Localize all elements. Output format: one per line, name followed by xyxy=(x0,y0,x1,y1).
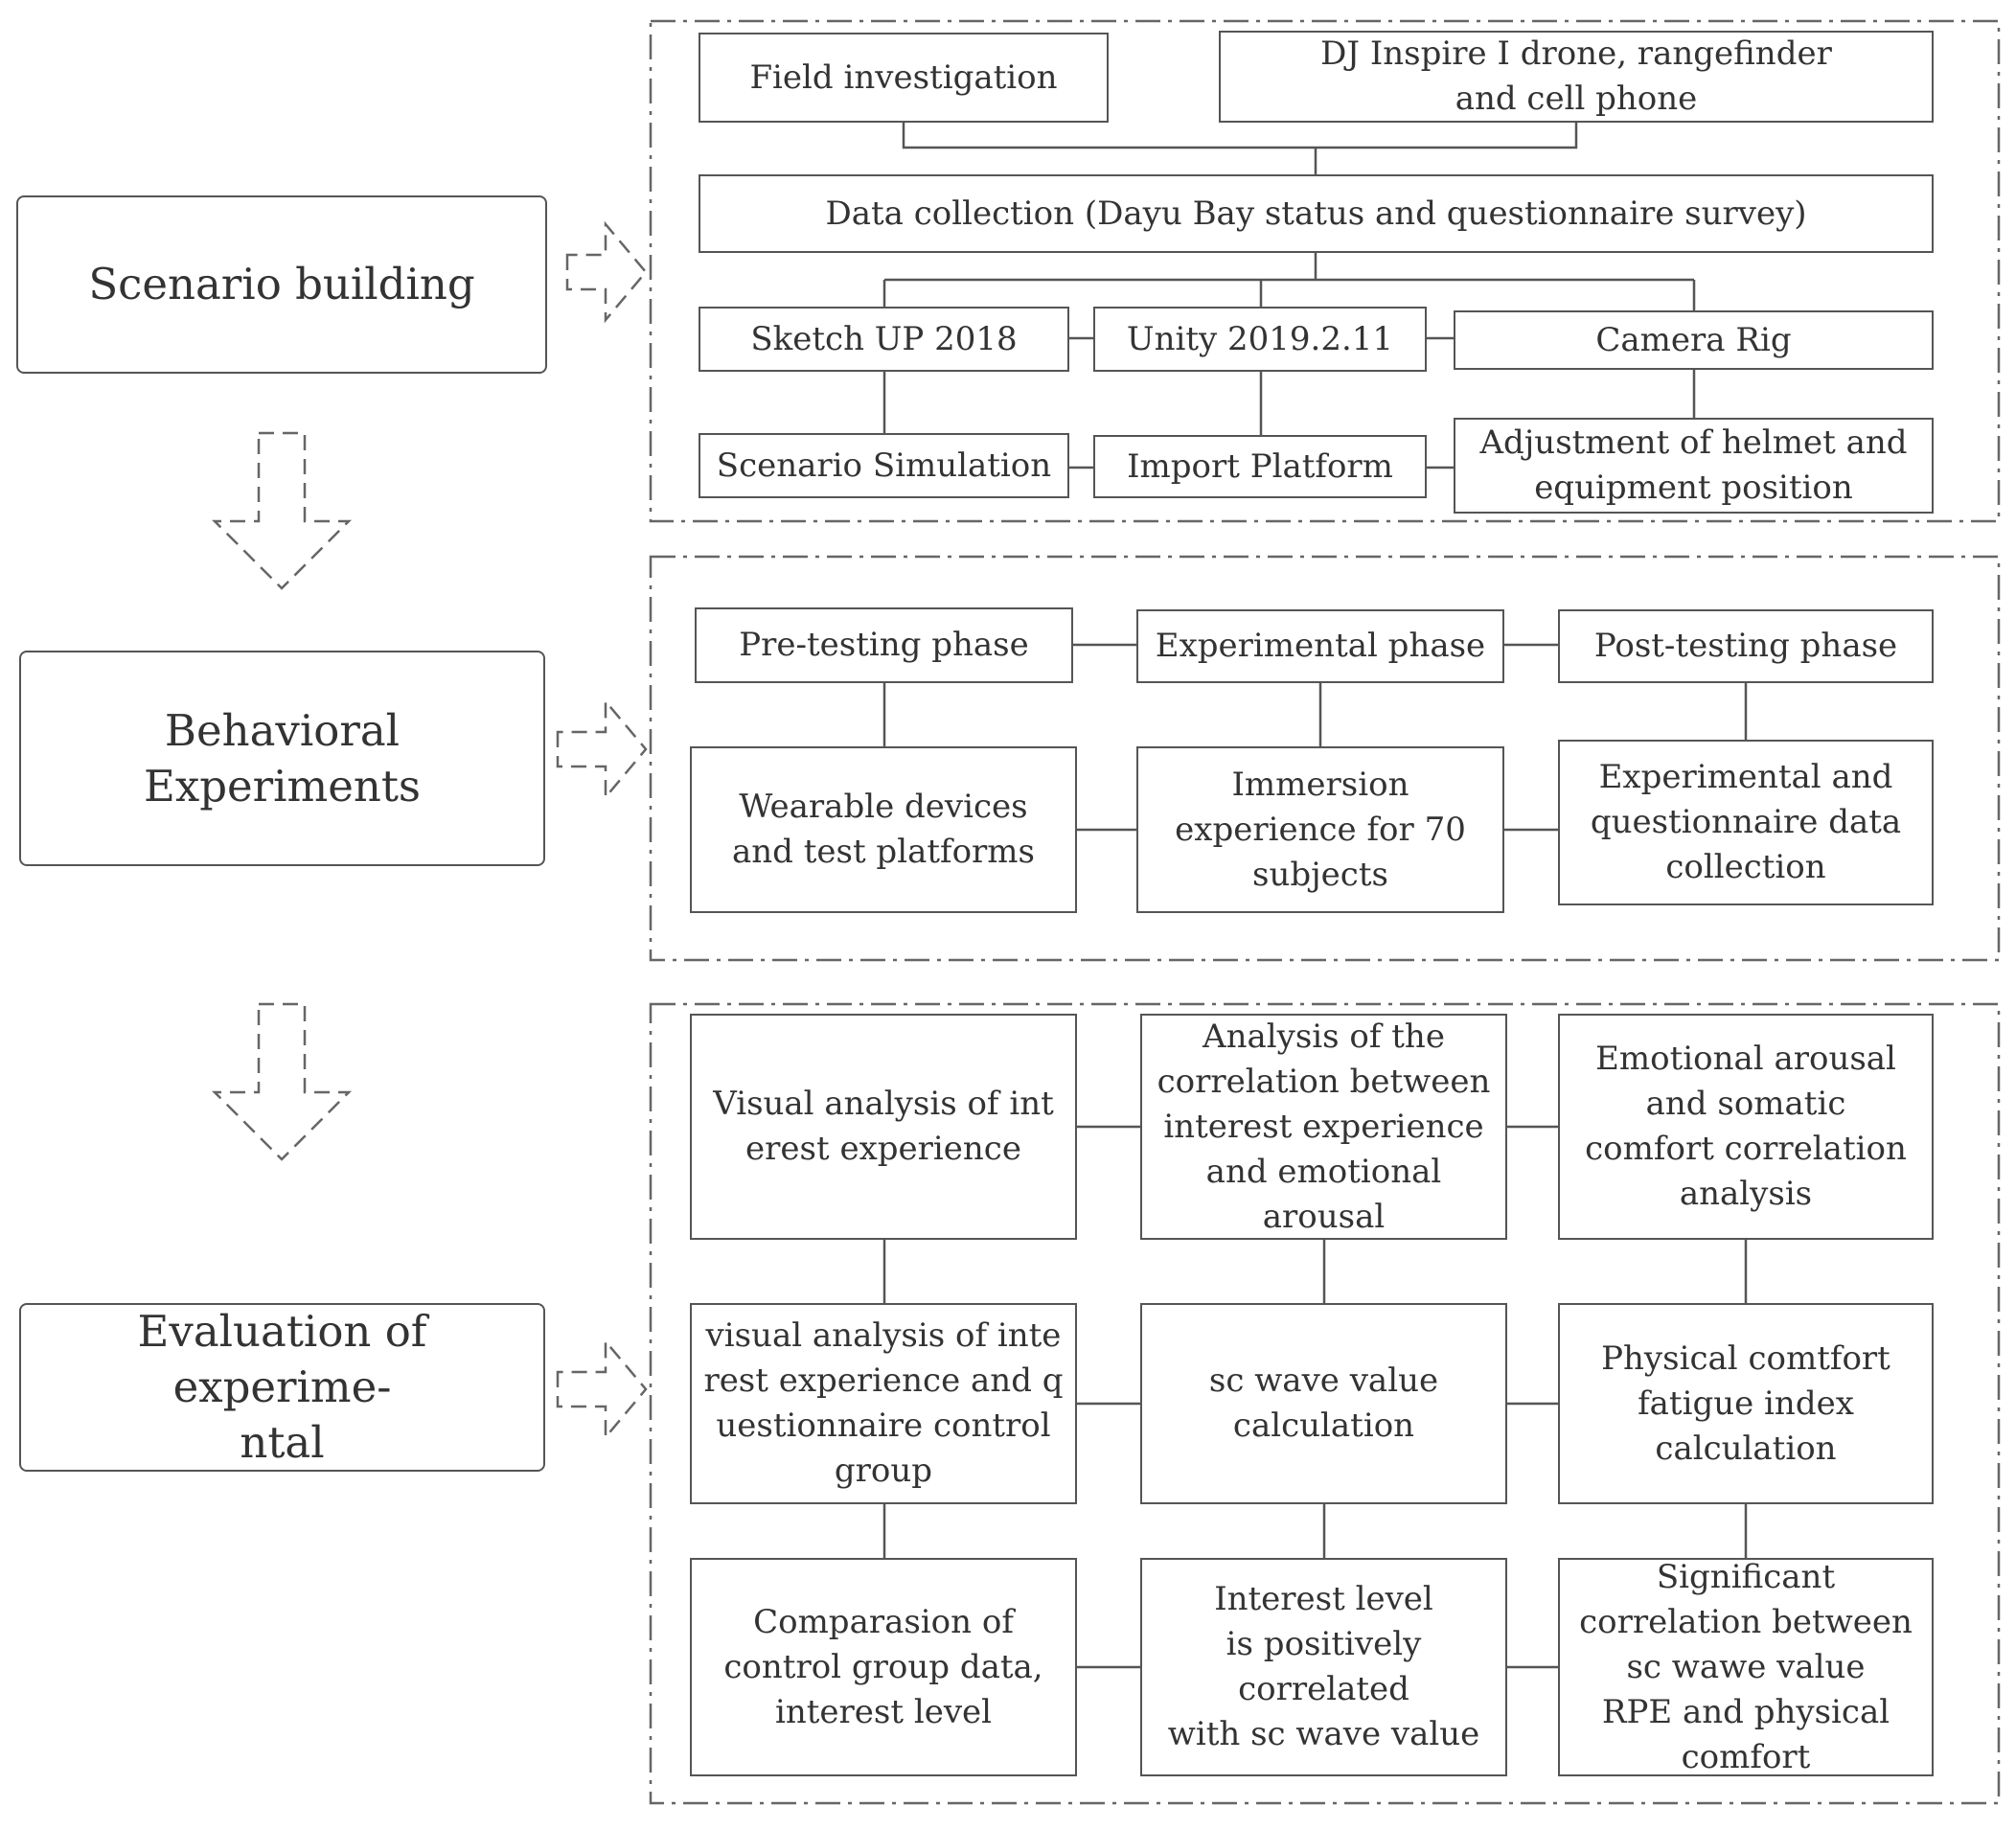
eval-interest-correlation-box: Interest level is positively correlated … xyxy=(1140,1558,1507,1776)
frame-scenario xyxy=(649,19,2001,523)
stage-arrows xyxy=(211,220,648,1441)
eval-significant-correlation-box: Significant correlation between sc wawe … xyxy=(1558,1558,1934,1776)
link-eval-v2 xyxy=(882,1504,1748,1558)
link-tools-outputs xyxy=(882,370,1696,435)
eval-interest-arousal-box: Analysis of the correlation between inte… xyxy=(1140,1014,1507,1240)
stage-scenario-building: Scenario building xyxy=(16,195,547,374)
eval-questionnaire-control-box: visual analysis of inte rest experience … xyxy=(690,1303,1077,1504)
link-field-equipment xyxy=(902,123,1578,149)
immersion-experience-box: Immersion experience for 70 subjects xyxy=(1136,746,1504,913)
stage-behavioral-experiments: Behavioral Experiments xyxy=(19,651,545,866)
right-arrow-3 xyxy=(556,1338,648,1441)
import-platform-box: Import Platform xyxy=(1093,435,1427,498)
right-arrow-2 xyxy=(556,698,648,801)
solid-connectors xyxy=(882,123,1748,1669)
experimental-phase-box: Experimental phase xyxy=(1136,609,1504,683)
scenario-simulation-box: Scenario Simulation xyxy=(699,433,1069,498)
right-arrow-1 xyxy=(565,220,648,324)
stage-evaluation: Evaluation of experime- ntal xyxy=(19,1303,545,1472)
pre-testing-phase-box: Pre-testing phase xyxy=(695,607,1073,683)
link-phase-down xyxy=(882,683,1748,746)
equipment-box: DJ Inspire Ⅰ drone, rangefinder and cell… xyxy=(1219,31,1934,123)
experimental-data-collection-box: Experimental and questionnaire data coll… xyxy=(1558,740,1934,905)
frame-behavioral xyxy=(649,555,2001,962)
link-datacollection-tools xyxy=(882,253,1696,310)
sketchup-box: Sketch UP 2018 xyxy=(699,307,1069,372)
frame-evaluation xyxy=(649,1002,2001,1805)
data-collection-box: Data collection (Dayu Bay status and que… xyxy=(699,174,1934,253)
down-arrow-1 xyxy=(211,431,353,590)
unity-box: Unity 2019.2.11 xyxy=(1093,307,1427,372)
eval-visual-analysis-box: Visual analysis of int erest experience xyxy=(690,1014,1077,1240)
camera-rig-box: Camera Rig xyxy=(1454,310,1934,370)
eval-arousal-comfort-box: Emotional arousal and somatic comfort co… xyxy=(1558,1014,1934,1240)
eval-control-group-comparison-box: Comparasion of control group data, inter… xyxy=(690,1558,1077,1776)
eval-fatigue-index-box: Physical comtfort fatigue index calculat… xyxy=(1558,1303,1934,1504)
eval-sc-wave-box: sc wave value calculation xyxy=(1140,1303,1507,1504)
dashdot-frames xyxy=(649,19,2001,1805)
post-testing-phase-box: Post-testing phase xyxy=(1558,609,1934,683)
down-arrow-2 xyxy=(211,1002,353,1161)
field-investigation-box: Field investigation xyxy=(699,33,1109,123)
adjustment-box: Adjustment of helmet and equipment posit… xyxy=(1454,418,1934,514)
wearable-devices-box: Wearable devices and test platforms xyxy=(690,746,1077,913)
link-eval-v1 xyxy=(882,1240,1748,1303)
